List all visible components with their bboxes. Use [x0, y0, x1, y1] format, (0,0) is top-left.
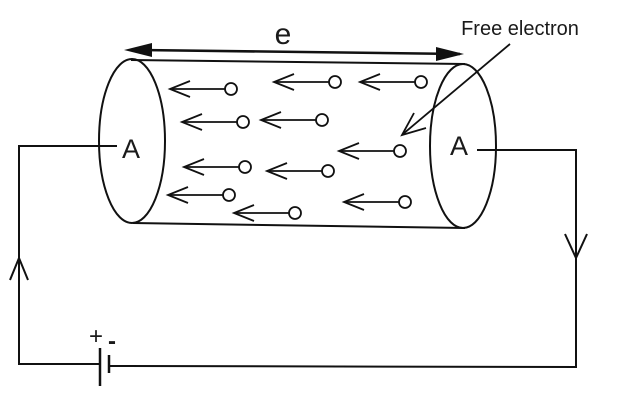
electron-circle-icon: [315, 113, 329, 127]
conductor-cylinder: [98, 58, 497, 229]
electron: [165, 186, 236, 204]
electron: [181, 158, 252, 176]
cylinder-top-edge: [130, 59, 466, 65]
drift-arrow-head-icon: [181, 158, 205, 176]
length-arrow-left-head: [124, 43, 152, 57]
current-arrow-down-icon: [564, 233, 588, 261]
electron-circle-icon: [224, 82, 238, 96]
drift-arrow-head-icon: [258, 111, 282, 129]
left-wire: [18, 145, 117, 365]
electron: [264, 162, 335, 180]
electron-circle-icon: [414, 75, 428, 89]
electron: [179, 113, 250, 131]
electron: [258, 111, 329, 129]
electron: [167, 80, 238, 98]
electron-circle-icon: [328, 75, 342, 89]
drift-arrow-head-icon: [336, 142, 360, 160]
electron-circle-icon: [222, 188, 236, 202]
electron-circle-icon: [288, 206, 302, 220]
length-arrow-right-head: [436, 47, 464, 61]
battery-positive-label: +: [89, 323, 103, 350]
drift-arrow-head-icon: [271, 73, 295, 91]
electron-circle-icon: [238, 160, 252, 174]
cylinder-left-end: [98, 58, 166, 224]
drift-arrow-head-icon: [231, 204, 255, 222]
battery: [98, 348, 111, 386]
drift-arrow-head-icon: [264, 162, 288, 180]
callout-arrow: [400, 43, 511, 137]
left-end-label: A: [122, 134, 140, 164]
drift-arrow-head-icon: [341, 193, 365, 211]
cylinder-right-end: [429, 63, 497, 229]
electron: [341, 193, 412, 211]
electron: [271, 73, 342, 91]
electron-circle-icon: [321, 164, 335, 178]
electron-group: [165, 73, 428, 222]
electron: [336, 142, 407, 160]
drift-arrow-head-icon: [165, 186, 189, 204]
drift-arrow-head-icon: [167, 80, 191, 98]
electron-circle-icon: [393, 144, 407, 158]
electron: [231, 204, 302, 222]
cylinder-bottom-edge: [132, 222, 466, 229]
right-end-label: A: [450, 131, 468, 161]
electron: [357, 73, 428, 91]
free-electron-label: Free electron: [461, 18, 579, 40]
current-arrow-up-icon: [9, 255, 29, 281]
drift-arrow-head-icon: [179, 113, 203, 131]
right-wire: [109, 149, 577, 369]
electron-circle-icon: [398, 195, 412, 209]
battery-negative-label: -: [108, 328, 116, 355]
electron-circle-icon: [236, 115, 250, 129]
length-label: e: [275, 18, 292, 51]
drift-arrow-head-icon: [357, 73, 381, 91]
length-arrow: [124, 43, 464, 61]
